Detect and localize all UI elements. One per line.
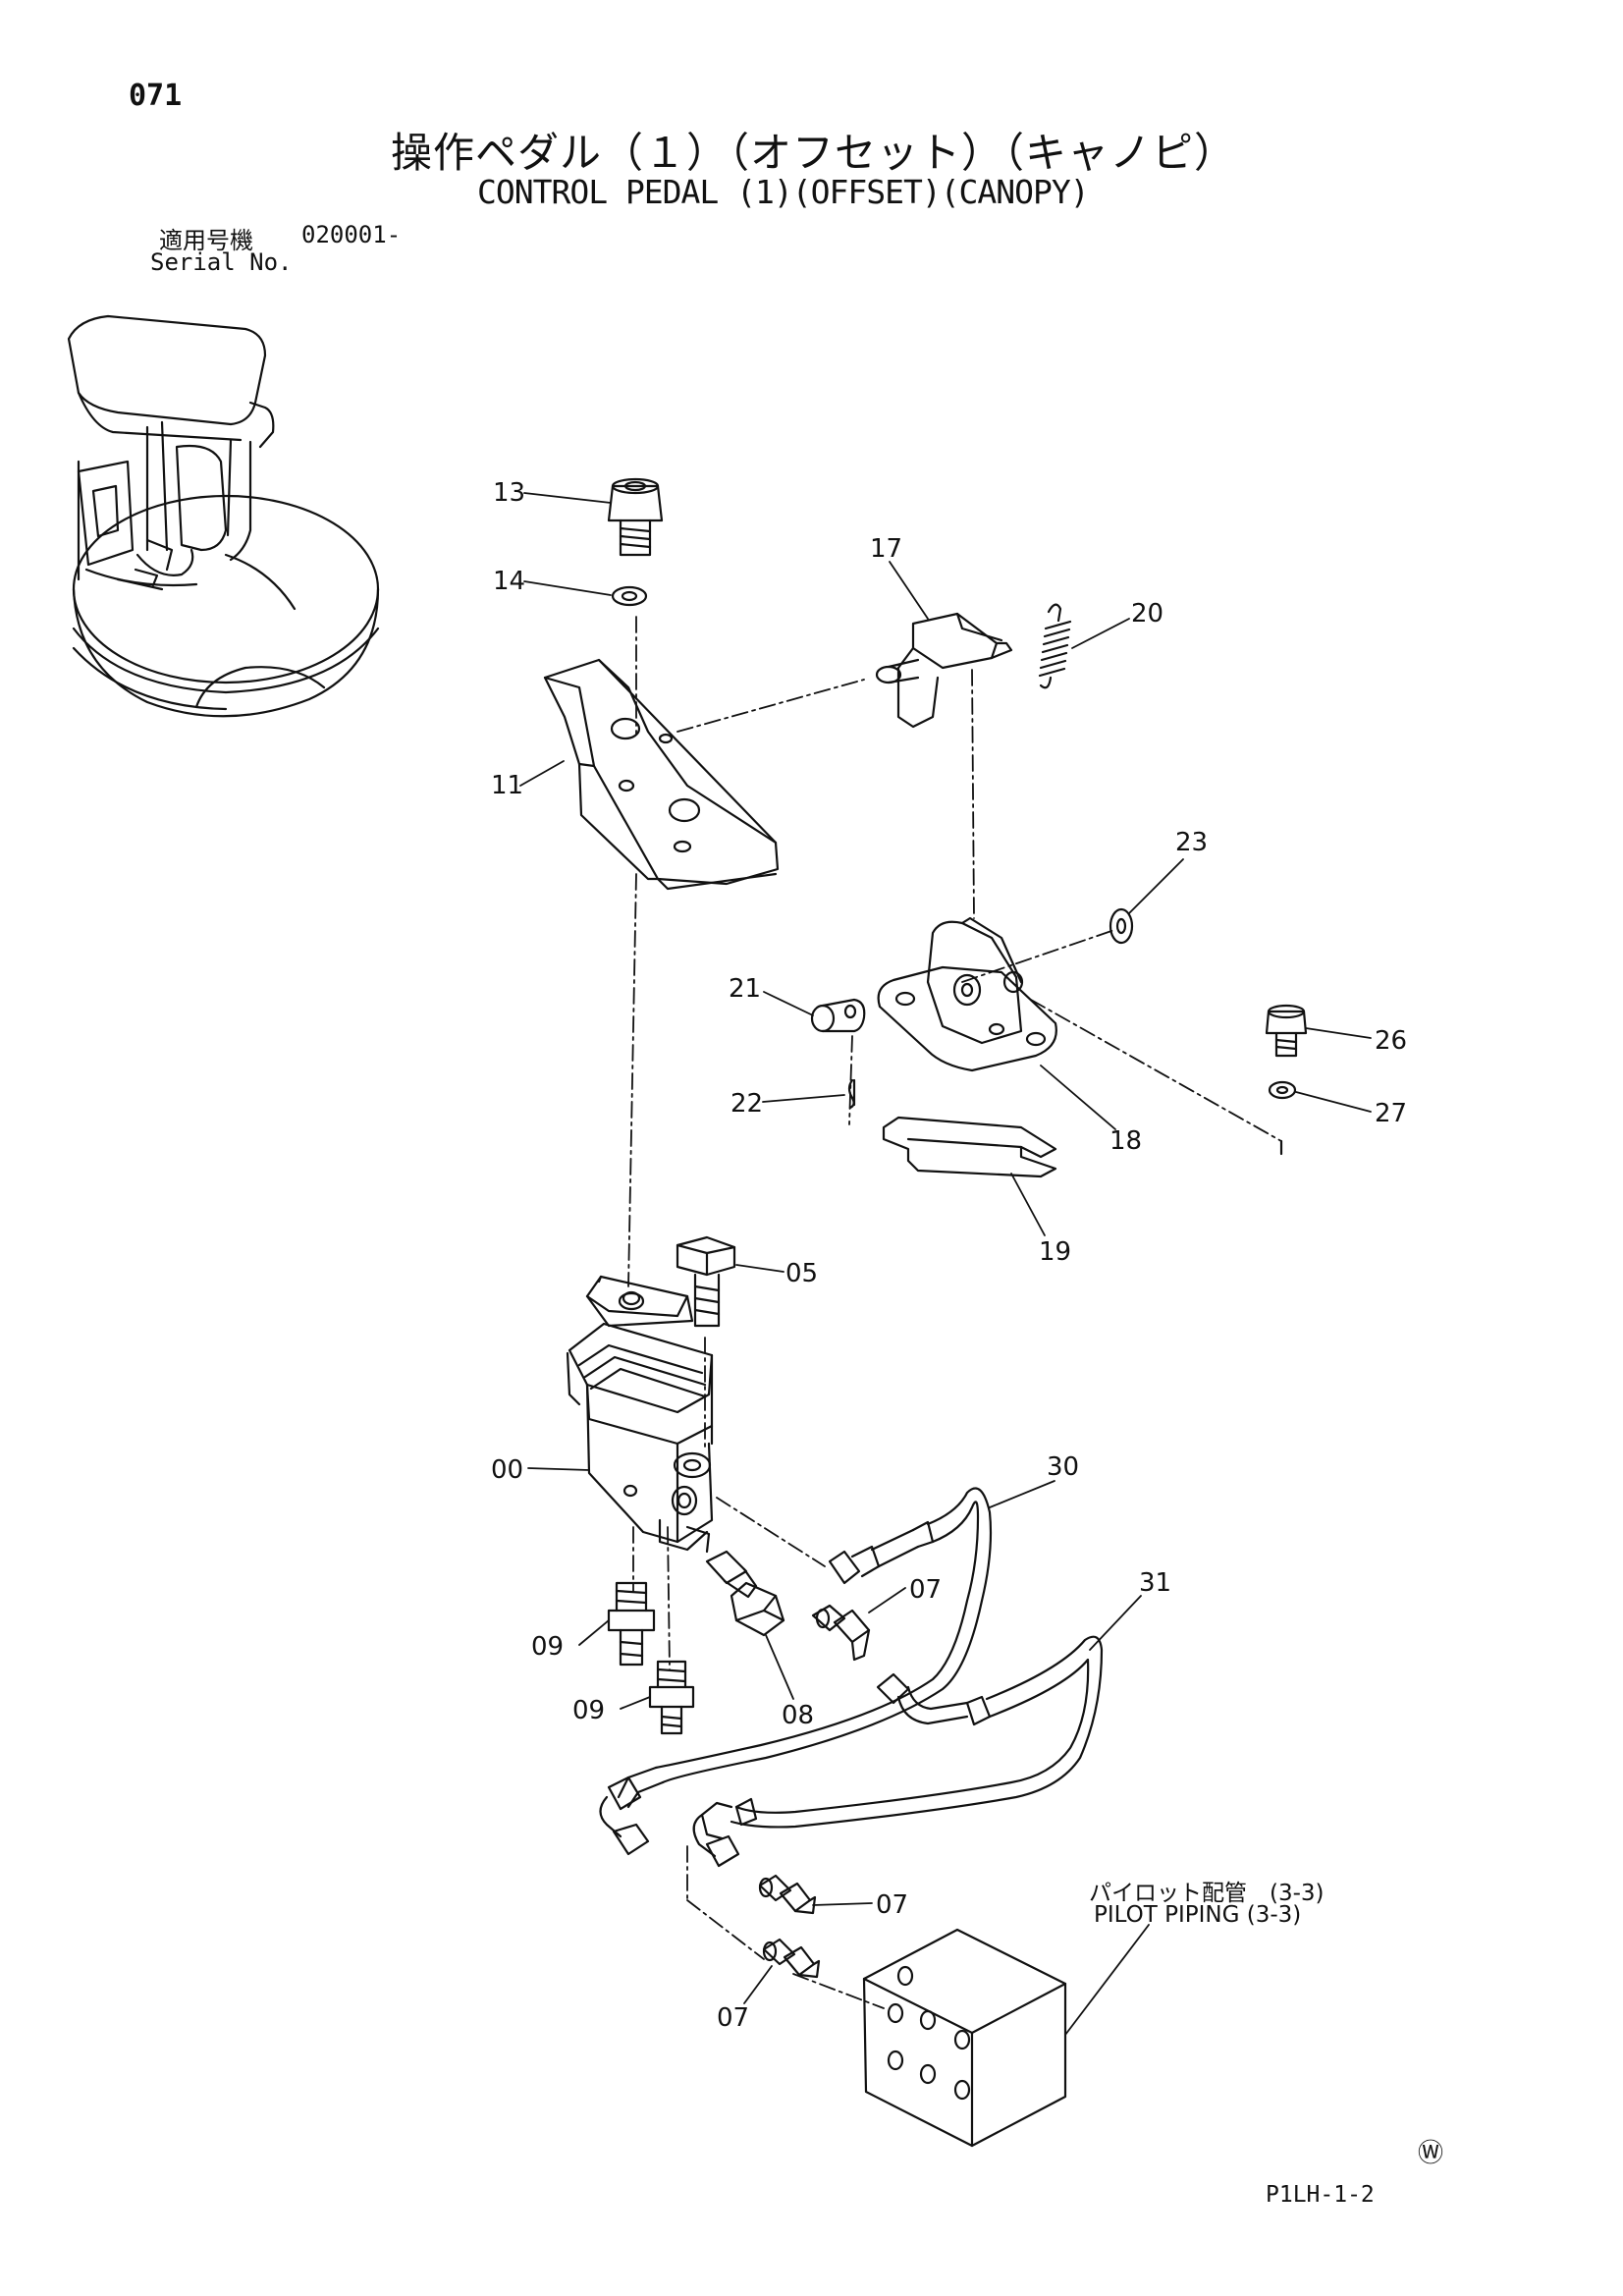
callout-14: 14	[493, 567, 525, 596]
part-09-connector-upper	[607, 1581, 656, 1667]
page-title-japanese: 操作ペダル（１）（オフセット）（キャノピ）	[391, 129, 1237, 177]
part-21-pin	[810, 998, 866, 1033]
serial-label-english: Serial No.	[150, 248, 293, 276]
part-07-adapter-lower	[762, 1938, 821, 1979]
pilot-piping-block	[862, 1928, 1067, 2148]
callout-09-lower: 09	[572, 1696, 605, 1725]
callout-09-upper: 09	[531, 1632, 564, 1662]
part-07-adapter-middle	[758, 1874, 817, 1915]
callout-00: 00	[491, 1455, 523, 1485]
callout-17: 17	[870, 534, 902, 564]
callout-30: 30	[1047, 1452, 1079, 1482]
callout-13: 13	[493, 478, 525, 508]
part-30-hose	[599, 1487, 993, 1856]
part-08-elbow-fitting	[705, 1550, 785, 1637]
part-07-adapter-upper	[811, 1604, 871, 1662]
callout-31: 31	[1139, 1568, 1171, 1598]
callout-08: 08	[782, 1701, 814, 1730]
callout-labels: 13 14 17 20 11 23 21 26 22 18 27 19 05 0…	[491, 478, 1407, 2033]
part-26-cap-screw	[1265, 1004, 1308, 1058]
part-00-pedal-valve	[566, 1275, 714, 1554]
page-title-english: CONTROL PEDAL (1)(OFFSET)(CANOPY)	[477, 173, 1090, 211]
machine-overview-illustration	[67, 314, 380, 718]
page-number: 071	[129, 79, 183, 113]
callout-07-middle: 07	[876, 1890, 908, 1920]
pilot-piping-label-english: PILOT PIPING (3-3)	[1094, 1902, 1302, 1928]
part-20-spring	[1038, 603, 1072, 689]
callout-22: 22	[730, 1089, 763, 1119]
w-mark-icon: Ⓦ	[1418, 2139, 1444, 2168]
callout-26: 26	[1375, 1026, 1407, 1056]
callout-21: 21	[729, 974, 761, 1004]
part-18-pedal-base	[877, 916, 1057, 1072]
part-05-bolt	[676, 1235, 736, 1328]
part-27-washer	[1268, 1080, 1297, 1100]
callout-20: 20	[1131, 599, 1163, 629]
callout-05: 05	[785, 1259, 818, 1288]
serial-number-value: 020001-	[301, 221, 402, 248]
part-31-hose	[692, 1635, 1104, 1868]
callout-19: 19	[1039, 1237, 1071, 1267]
callout-11: 11	[491, 771, 523, 800]
part-13-cap-screw	[607, 477, 664, 557]
callout-23: 23	[1175, 828, 1208, 857]
pilot-piping-label-japanese: パイロット配管 (3-3)	[1089, 1881, 1325, 1906]
callout-27: 27	[1375, 1099, 1407, 1128]
serial-label-japanese: 適用号機	[159, 227, 253, 254]
part-22-cotter-pin	[847, 1078, 856, 1110]
callout-07-upper: 07	[909, 1575, 942, 1605]
callout-18: 18	[1109, 1126, 1142, 1156]
part-17-bracket	[875, 612, 1013, 729]
part-09-connector-lower	[648, 1660, 695, 1735]
part-14-washer	[611, 585, 648, 607]
part-11-pedal	[543, 658, 780, 891]
callout-07-lower: 07	[717, 2003, 749, 2033]
drawing-code: P1LH-1-2	[1266, 2182, 1375, 2208]
part-23-washer	[1109, 907, 1134, 945]
part-19-plate	[882, 1116, 1057, 1178]
